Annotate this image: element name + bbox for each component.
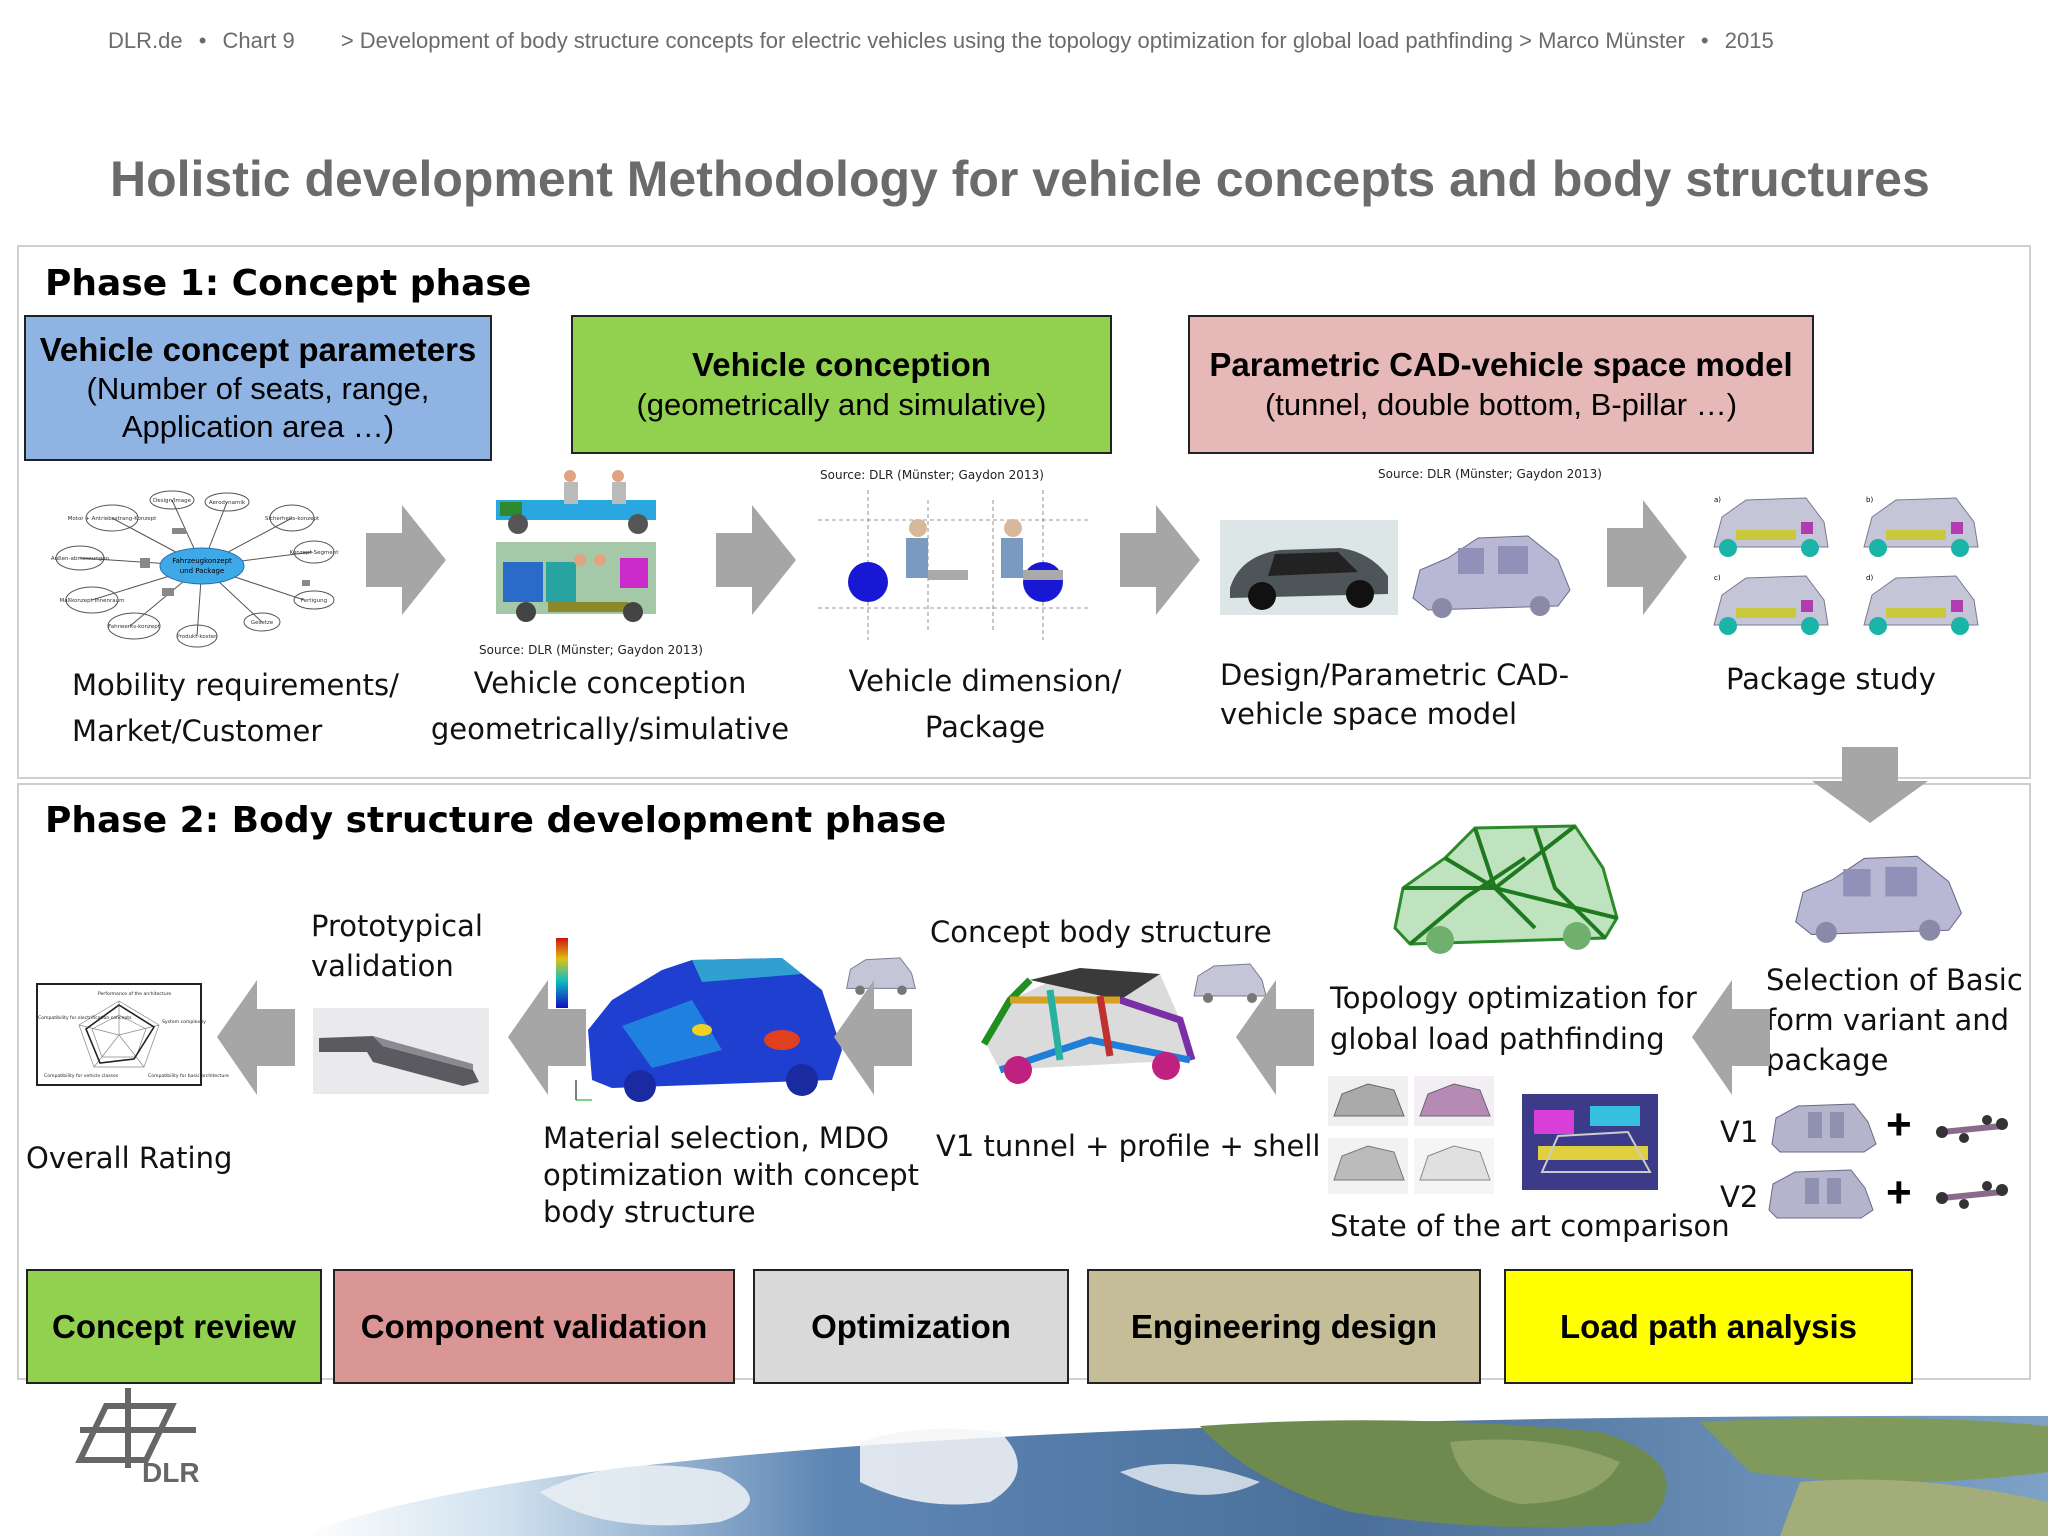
fe-stress-model xyxy=(556,938,842,1102)
variant-v2-label: V2 xyxy=(1720,1180,1759,1214)
earth-banner xyxy=(300,1415,2048,1536)
mindmap-node: Gesetze xyxy=(251,620,274,626)
chart-number: Chart 9 xyxy=(222,28,295,53)
vehicle-dimension-drawing xyxy=(818,490,1088,640)
package-study-grid: a) b) c) d) xyxy=(1713,496,1979,636)
vehicle-conception-illustration xyxy=(496,470,656,622)
box-title: Vehicle concept parameters xyxy=(39,331,477,369)
prototype-beam-image xyxy=(313,1008,489,1094)
arrow-left-icon xyxy=(508,980,586,1095)
axle-module-icon xyxy=(1936,1181,2008,1209)
plus-sign: + xyxy=(1886,1168,1912,1217)
step-caption: Vehicle dimension/ Package xyxy=(848,664,1122,745)
concept-body-structure xyxy=(980,968,1196,1084)
cad-space-model xyxy=(1412,535,1571,618)
topology-optimized-car xyxy=(1393,824,1619,954)
variant-v2-body xyxy=(1768,1169,1874,1219)
package-label: d) xyxy=(1866,574,1873,582)
overall-rating-label: Overall Rating xyxy=(26,1141,233,1175)
radar-axis-label: Compatibility for basic architecture xyxy=(148,1073,229,1079)
package-label: b) xyxy=(1866,496,1873,504)
box-line: Application area …) xyxy=(121,409,395,445)
phase1-heading: Phase 1: Concept phase xyxy=(45,263,532,304)
arrow-left-icon xyxy=(1236,980,1314,1095)
selection-label: Selection of Basic form variant and pack… xyxy=(1766,963,2023,1078)
vehicle-concept-parameters-box: Vehicle concept parameters (Number of se… xyxy=(24,315,492,461)
body-thumbnail xyxy=(846,957,916,996)
radar-chart: Performance of the architecture System c… xyxy=(38,991,229,1079)
phase2-heading: Phase 2: Body structure development phas… xyxy=(45,800,947,841)
breadcrumb: > Development of body structure concepts… xyxy=(340,28,1685,53)
source-note: Source: DLR (Münster; Gaydon 2013) xyxy=(1378,467,1602,481)
plus-sign: + xyxy=(1886,1100,1912,1149)
box-line: (Number of seats, range, xyxy=(86,371,430,407)
state-of-art-label: State of the art comparison xyxy=(1330,1209,1730,1243)
separator: • xyxy=(198,28,207,53)
mindmap-center-line: Fahrzeugkonzept xyxy=(172,557,232,565)
radar-axis-label: Compatibility for electrification concep… xyxy=(38,1015,132,1021)
legend-load-path-analysis: Load path analysis xyxy=(1504,1269,1913,1384)
legend-component-validation: Component validation xyxy=(333,1269,735,1384)
site-label[interactable]: DLR.de xyxy=(108,28,183,53)
radar-axis-label: Performance of the architecture xyxy=(98,991,171,997)
radar-axis-label: Compatibility for vehicle classes xyxy=(44,1073,119,1079)
arrow-right-icon xyxy=(1607,500,1687,615)
arrow-left-icon xyxy=(834,980,912,1095)
box-title: Vehicle conception xyxy=(692,346,991,384)
body-thumbnail xyxy=(1193,963,1267,1003)
package-label: a) xyxy=(1714,496,1721,504)
legend-concept-review: Concept review xyxy=(26,1269,322,1384)
mindmap-node: Fahrwerks-konzept xyxy=(108,624,161,630)
step-caption: Design/Parametric CAD- vehicle space mod… xyxy=(1220,658,1570,732)
arrow-right-icon xyxy=(716,505,796,615)
header-bar: DLR.de • Chart 9 > Development of body s… xyxy=(108,28,1784,54)
separator: • xyxy=(1700,28,1709,53)
mindmap-center-line: und Package xyxy=(180,567,225,575)
box-line: (geometrically and simulative) xyxy=(636,386,1047,422)
prototypical-label: Prototypical validation xyxy=(311,909,483,984)
box-line: (tunnel, double bottom, B-pillar …) xyxy=(1264,386,1738,422)
design-car-render xyxy=(1220,520,1398,615)
v1-tunnel-label: V1 tunnel + profile + shell xyxy=(936,1129,1321,1163)
package-label: c) xyxy=(1714,574,1721,582)
mindmap-node: Design/Image xyxy=(153,498,192,504)
selected-cad-model xyxy=(1795,855,1963,943)
radar-axis-label: System complexity xyxy=(162,1019,206,1025)
page-title: Holistic development Methodology for veh… xyxy=(110,151,1930,207)
mobility-mindmap-illustration: Fahrzeugkonzept und Package Motor + Antr… xyxy=(51,490,340,648)
mindmap-node: Aerodynamik xyxy=(209,500,246,506)
concept-body-label: Concept body structure xyxy=(930,915,1272,949)
dlr-logo-icon xyxy=(75,1388,196,1468)
mindmap-node: Außen-abmessungen xyxy=(51,556,110,562)
mindmap-node: Maßkonzept Innenraum xyxy=(59,598,124,604)
step-caption: Mobility requirements/ Market/Customer xyxy=(72,668,399,749)
mindmap-node: Konzept-Segment xyxy=(290,550,340,556)
arrow-right-icon xyxy=(366,505,446,615)
source-note: Source: DLR (Münster; Gaydon 2013) xyxy=(820,468,1044,482)
mindmap-node: Fertigung xyxy=(301,598,327,604)
variant-v1-body xyxy=(1771,1103,1877,1153)
legend-optimization: Optimization xyxy=(753,1269,1069,1384)
variant-v1-label: V1 xyxy=(1720,1115,1759,1149)
step-caption: Vehicle conception geometrically/simulat… xyxy=(430,666,790,747)
arrow-down-icon xyxy=(1812,747,1928,823)
box-title: Parametric CAD-vehicle space model xyxy=(1209,346,1793,384)
step-caption: Package study xyxy=(1726,662,1936,696)
source-note: Source: DLR (Münster; Gaydon 2013) xyxy=(479,643,703,657)
arrow-left-icon xyxy=(1692,980,1770,1095)
state-of-art-thumbnails xyxy=(1328,1076,1658,1194)
axle-module-icon xyxy=(1936,1115,2008,1143)
mindmap-node: Sicherheits-konzept xyxy=(265,516,320,522)
dlr-logo-text: DLR xyxy=(142,1457,200,1488)
topology-label: Topology optimization for global load pa… xyxy=(1330,981,1697,1057)
mindmap-node: Motor + Antriebsstrang-Konzept xyxy=(68,516,157,522)
material-label: Material selection, MDO optimization wit… xyxy=(543,1121,920,1230)
vehicle-conception-box: Vehicle conception (geometrically and si… xyxy=(571,315,1112,454)
parametric-cad-box: Parametric CAD-vehicle space model (tunn… xyxy=(1188,315,1814,454)
year: 2015 xyxy=(1724,28,1774,53)
legend-engineering-design: Engineering design xyxy=(1087,1269,1481,1384)
arrow-left-icon xyxy=(217,980,295,1095)
arrow-right-icon xyxy=(1120,505,1200,615)
mindmap-node: Produkt-kosten xyxy=(176,634,218,640)
